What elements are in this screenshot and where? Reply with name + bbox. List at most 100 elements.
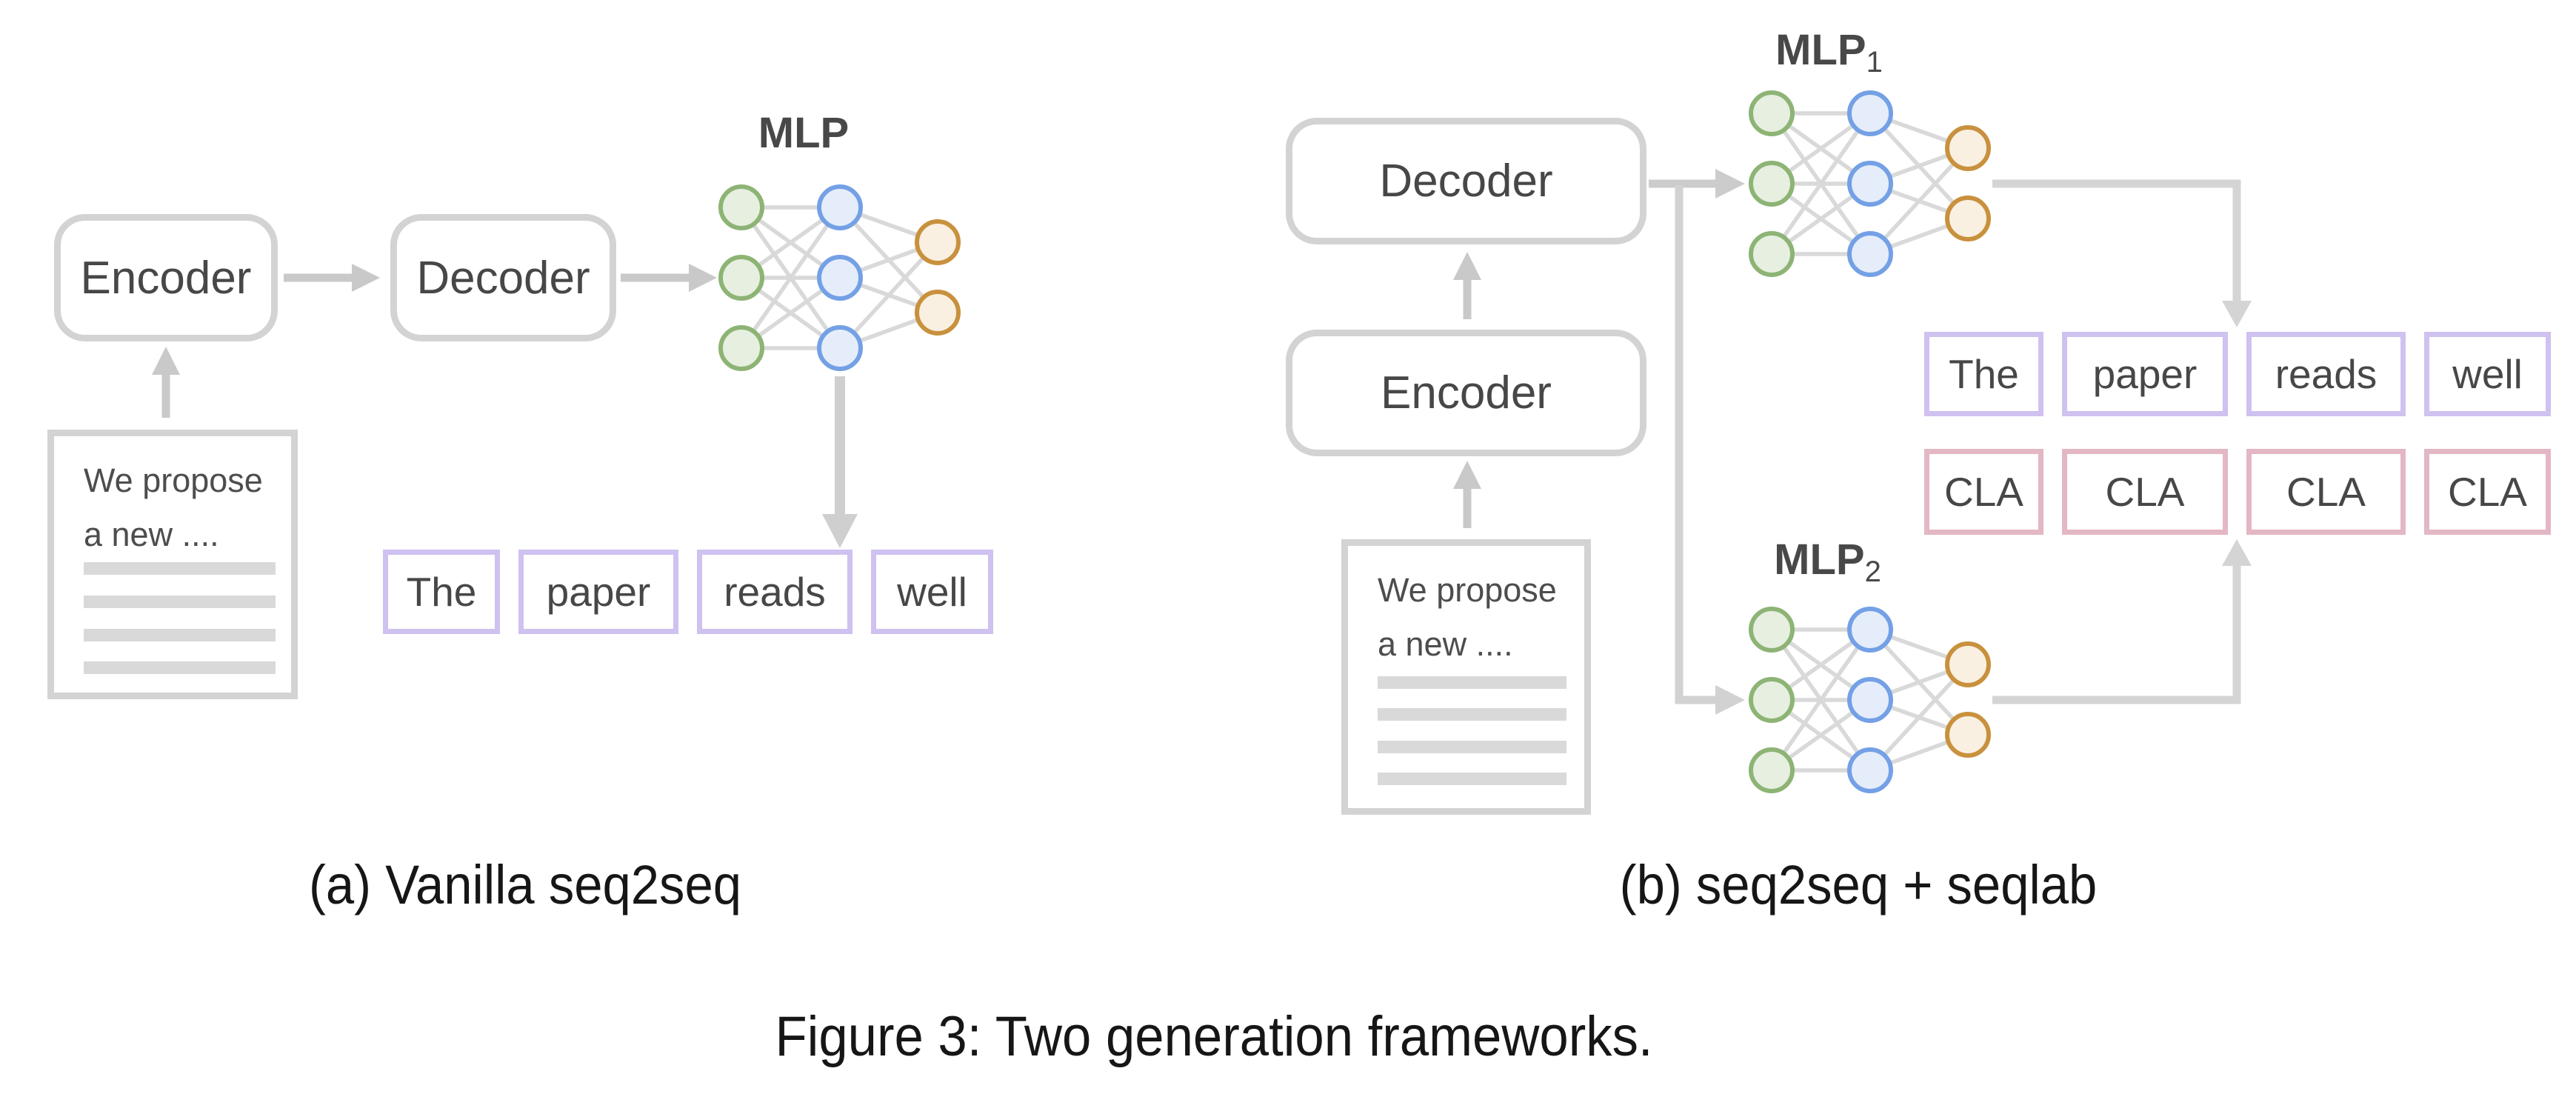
document-icon-a: We propose a new .... [47,430,298,699]
arrowhead-icon [2222,539,2252,566]
output-node [915,219,961,265]
input-node [1749,607,1795,653]
mlp-label-a-text: MLP [758,109,850,157]
arrowhead-icon [689,264,717,292]
arrowhead-icon [1715,685,1745,715]
token-box: well [871,550,993,634]
document-line1: We propose [84,461,263,499]
encoder-label-b: Encoder [1381,367,1552,418]
token-box: reads [697,550,852,634]
elbow-b-mlp2-to-labels [1992,563,2241,704]
network-connection-line [1769,112,1872,256]
arrowhead-icon [1715,169,1745,199]
arrowhead-icon [2222,301,2252,327]
encoder-box-b: Encoder [1286,330,1646,456]
token-box: paper [518,550,678,634]
hidden-node [1847,161,1893,207]
token-box: well [2424,332,2551,416]
output-node [1945,641,1991,687]
hidden-node [817,184,863,230]
input-node [1749,90,1795,136]
input-node [718,255,764,301]
token-box: paper [2062,332,2228,416]
token-box: The [1924,332,2043,416]
caption-a-text: (a) Vanilla seq2seq [308,854,742,915]
mlp1-label-sub: 1 [1866,46,1883,79]
mlp2-label-b: MLP2 [1717,535,1939,589]
document-textline-bar [84,596,276,608]
arrowhead-icon [822,514,858,548]
arrowhead-icon [1453,461,1481,489]
figure-caption: Figure 3: Two generation frameworks. [698,1004,1731,1069]
encoder-box-a: Encoder [54,214,278,341]
network-connection-line [1769,628,1872,772]
arrowhead-icon [1453,252,1481,280]
class-label-box: CLA [2424,449,2551,535]
token-box: The [383,550,500,634]
class-label-box: CLA [2062,449,2228,535]
decoder-label-a: Decoder [416,252,590,304]
input-node [1749,161,1795,207]
decoder-box-a: Decoder [390,214,616,341]
arrowhead-icon [152,347,180,375]
figure-caption-text: Figure 3: Two generation frameworks. [775,1005,1653,1068]
hidden-node [1847,677,1893,723]
hidden-node [1847,607,1893,653]
network-connection-line [1868,663,1970,772]
output-node [1945,196,1991,241]
document-line1: We propose [1378,571,1557,609]
encoder-label-a: Encoder [80,252,252,304]
mlp2-label-sub: 2 [1864,556,1882,588]
network-connection-line [1868,147,1970,256]
document-textline-bar [1378,741,1566,753]
document-icon-b: We propose a new .... [1341,539,1591,815]
output-node [1945,712,1991,758]
document-textline-bar [1378,708,1566,721]
document-textline-bar [1378,676,1566,689]
token-box: reads [2246,332,2406,416]
elbow-b-mlp1-to-tokens [1992,179,2241,304]
document-text-b: We propose a new .... [1378,564,1557,672]
caption-a: (a) Vanilla seq2seq [181,853,870,916]
document-textline-bar [84,562,276,575]
document-textline-bar [1378,773,1566,785]
input-node [1749,677,1795,723]
network-connection-line [838,241,940,350]
mlp1-label-b: MLP1 [1718,25,1941,79]
branch-b-decoder-to-mlp2 [1675,185,1718,704]
output-node [915,290,961,336]
mlp-label-a: MLP [693,108,915,162]
class-label-box: CLA [2246,449,2406,535]
mlp1-network-b [1749,90,1991,277]
mlp2-label-text: MLP [1774,536,1865,584]
class-label-box: CLA [1924,449,2043,535]
network-connection-line [739,206,842,350]
document-textline-bar [84,661,276,674]
output-node [1945,125,1991,171]
decoder-label-b: Decoder [1379,156,1553,207]
document-textline-bar [84,629,276,641]
hidden-node [1847,231,1893,277]
decoder-box-b: Decoder [1286,118,1646,244]
input-node [718,325,764,371]
document-text-a: We propose a new .... [84,454,263,562]
hidden-node [817,255,863,301]
mlp1-label-text: MLP [1775,26,1866,74]
input-node [1749,231,1795,277]
input-node [718,184,764,230]
caption-b-text: (b) seq2seq + seqlab [1619,854,2098,915]
document-line2: a new .... [1378,624,1513,663]
mlp-network-a [718,184,961,371]
hidden-node [1847,747,1893,793]
input-node [1749,747,1795,793]
hidden-node [817,325,863,371]
document-line2: a new .... [84,515,219,553]
caption-b: (b) seq2seq + seqlab [1514,853,2203,916]
mlp2-network-b [1749,607,1991,793]
hidden-node [1847,90,1893,136]
